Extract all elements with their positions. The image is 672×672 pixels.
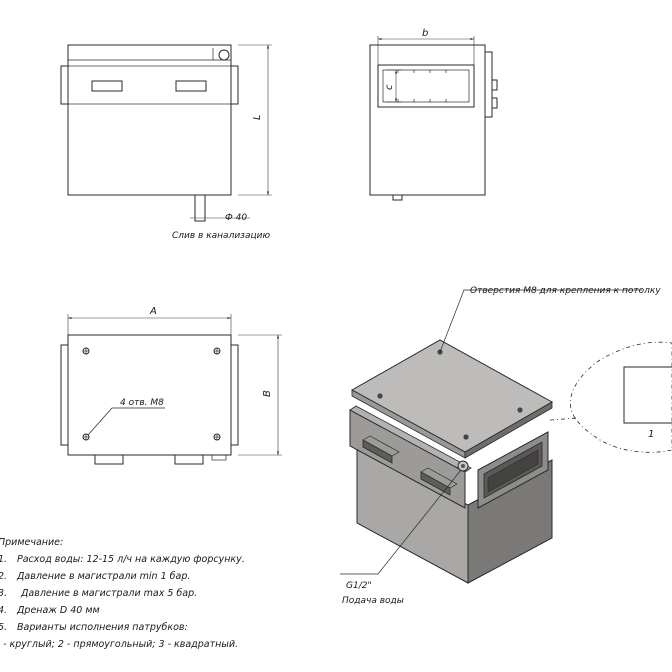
front-window-left [91,80,123,92]
dimension-L-label: L [252,114,263,120]
mounting-hole-tr [213,347,221,355]
iso-hole-right [517,407,523,413]
note-4-num: 4. [0,605,7,616]
note-4-text: Дренаж D 40 мм [16,605,100,616]
rect-outlet [377,64,475,108]
isometric-view [340,289,672,584]
four-holes-leader [87,407,165,436]
water-inlet-fitting [218,49,230,61]
holes-m8-label: Отверстия М8 для крепления к потолку [470,286,661,296]
iso-hole-front [463,434,469,440]
front-window-right [175,80,207,92]
detail-rect [623,366,672,424]
dimension-B-label: B [262,390,273,397]
water-supply-label: Подача воды [342,596,404,606]
note-variants: 1 - круглый; 2 - прямоугольный; 3 - квад… [0,639,238,650]
side-flange [484,51,493,118]
top-right-stub [230,344,239,446]
note-2-num: 2. [0,571,7,582]
notes-title: Примечание: [0,537,63,548]
note-2-text: Давление в магистрали min 1 бар. [16,571,190,582]
top-view [60,314,282,465]
dimension-A-label: A [149,306,157,317]
note-5-text: Варианты исполнения патрубков: [17,622,188,633]
top-view-body [67,334,232,456]
front-view [60,44,272,222]
g-half-leader [340,469,462,575]
holes-m8-leader [439,289,642,353]
side-view [369,36,498,201]
dimension-c-label: c [384,84,395,90]
four-holes-label: 4 отв. М8 [120,398,164,408]
note-3-text: Давление в магистрали max 5 бар. [20,588,197,599]
iso-slot-right [420,471,451,496]
top-left-stub [60,344,69,446]
dimension-phi40-label: Ф 40 [225,213,247,223]
front-view-body [67,44,232,196]
iso-hole-left [377,393,383,399]
iso-slot-left [362,439,393,464]
mounting-hole-bl [82,433,90,441]
dimension-b-label: b [422,28,428,39]
detail-cloud [569,341,672,453]
drain-pipe [194,194,206,222]
drain-label: Слив в канализацию [172,231,270,241]
g-half-label: G1/2" [346,581,372,591]
mounting-hole-tl [82,347,90,355]
note-1-text: Расход воды: 12-15 л/ч на каждую форсунк… [17,554,245,565]
detail-number: 1 [648,429,654,440]
note-1-num: 1. [0,554,7,565]
notes-block: Примечание: 1. Расход воды: 12-15 л/ч на… [0,537,245,650]
note-5-num: 5. [0,622,7,633]
note-3-num: 3. [0,588,7,599]
side-view-body [369,44,486,196]
mounting-hole-br [213,433,221,441]
left-pipe-stub [60,65,69,105]
right-pipe-stub [230,65,239,105]
